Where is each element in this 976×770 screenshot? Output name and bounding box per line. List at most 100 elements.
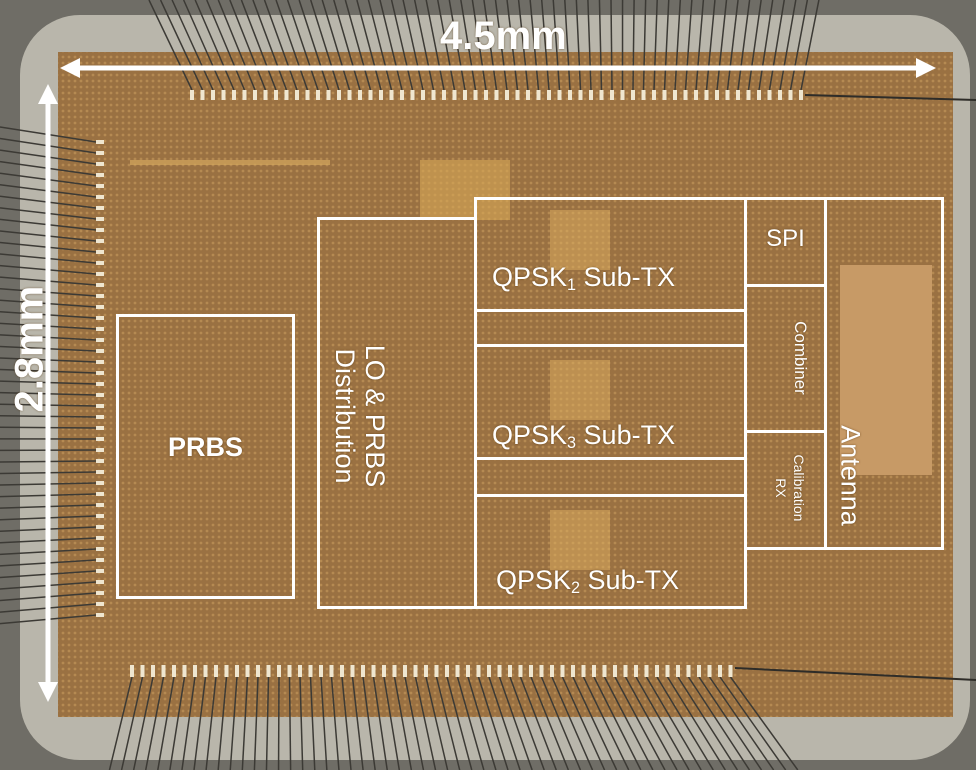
- bond-wire: [206, 0, 246, 91]
- bond-pad: [715, 90, 719, 100]
- bond-wire: [241, 676, 249, 770]
- bond-pad: [96, 459, 104, 463]
- bond-pad: [547, 90, 551, 100]
- bond-pad: [361, 665, 365, 677]
- bond-wire: [498, 676, 533, 770]
- bond-pad: [326, 90, 331, 100]
- bond-pad: [778, 90, 782, 100]
- bond-pad: [634, 665, 638, 677]
- bond-pad: [96, 492, 104, 496]
- bond-pad: [613, 665, 617, 677]
- bond-pad: [529, 665, 533, 677]
- bond-pad: [182, 665, 187, 677]
- bond-wire: [132, 676, 154, 770]
- bond-wire: [288, 676, 292, 770]
- bond-pad: [298, 665, 302, 677]
- bond-pad: [256, 665, 260, 677]
- bond-pad: [455, 665, 460, 677]
- bond-pad: [358, 90, 362, 100]
- bond-wire: [698, 676, 763, 770]
- bond-wire: [299, 676, 304, 770]
- bond-pad: [96, 349, 104, 353]
- bond-pad: [694, 90, 698, 100]
- bond-wire: [448, 0, 466, 91]
- bond-pad: [382, 665, 386, 677]
- bond-pad: [655, 665, 659, 677]
- bond-wire: [159, 0, 204, 91]
- bond-wire: [561, 676, 606, 770]
- bond-pad: [599, 90, 604, 100]
- bond-wire: [372, 676, 388, 770]
- bond-pad: [96, 327, 104, 331]
- bond-pad: [799, 90, 803, 100]
- bond-pad: [602, 665, 607, 677]
- bond-pad: [96, 184, 104, 188]
- bond-pad: [96, 316, 104, 320]
- bond-wire: [383, 676, 401, 770]
- bond-wire: [344, 0, 372, 91]
- width-arrow: [60, 58, 936, 78]
- bond-wire: [252, 0, 288, 91]
- bond-wire: [768, 0, 785, 91]
- prbs-label: PRBS: [167, 432, 243, 462]
- bond-pad: [347, 90, 352, 100]
- bond-pad: [431, 90, 436, 100]
- bond-pad: [410, 90, 415, 100]
- bond-pad: [266, 665, 271, 677]
- bond-wire: [309, 676, 316, 770]
- bond-pad: [96, 206, 104, 210]
- bond-pad: [371, 665, 376, 677]
- bond-pad: [263, 90, 268, 100]
- bond-pad: [400, 90, 404, 100]
- bond-pad: [96, 140, 104, 144]
- bond-wire: [193, 676, 207, 770]
- bond-pad: [550, 665, 554, 677]
- bond-pad: [424, 665, 428, 677]
- bond-wire: [404, 676, 425, 770]
- bond-pad: [581, 665, 586, 677]
- bond-wire: [205, 676, 217, 770]
- bond-wire: [263, 0, 298, 91]
- bond-pad: [340, 665, 344, 677]
- bond-pad: [96, 382, 104, 386]
- bond-wire: [663, 0, 670, 91]
- bond-wire: [519, 676, 557, 770]
- bond-pad: [652, 90, 656, 100]
- bond-wire: [437, 0, 456, 91]
- bond-pad: [190, 90, 194, 100]
- bond-pad: [200, 90, 205, 100]
- bond-pad: [96, 525, 104, 529]
- bond-pad: [308, 665, 313, 677]
- bond-wire: [120, 676, 144, 770]
- bond-wire: [564, 0, 571, 91]
- bond-wire: [108, 676, 133, 770]
- bond-pad: [96, 239, 104, 243]
- bond-wire: [737, 0, 751, 91]
- bond-wire: [593, 676, 642, 770]
- bond-wire: [309, 0, 340, 91]
- bond-pad: [96, 448, 104, 452]
- bond-wire: [804, 94, 976, 101]
- bond-wire: [624, 676, 678, 770]
- bond-pad: [452, 90, 457, 100]
- bond-pad: [683, 90, 688, 100]
- bond-wire: [275, 0, 309, 91]
- bond-pad: [96, 481, 104, 485]
- bond-wire: [488, 676, 521, 770]
- bond-wire: [483, 0, 498, 91]
- bond-pad: [515, 90, 520, 100]
- bond-wire: [635, 676, 690, 770]
- height-arrow: [38, 84, 58, 702]
- antenna-block: [824, 197, 944, 550]
- bond-pad: [728, 665, 733, 677]
- bond-pad: [686, 665, 691, 677]
- bond-pad: [172, 665, 176, 677]
- bond-pad: [413, 665, 418, 677]
- bond-wire: [446, 676, 473, 770]
- bond-pad: [736, 90, 740, 100]
- bond-pad: [96, 503, 104, 507]
- bond-pad: [96, 294, 104, 298]
- bond-wire: [217, 676, 228, 770]
- bond-pad: [242, 90, 247, 100]
- bond-pad: [96, 151, 104, 155]
